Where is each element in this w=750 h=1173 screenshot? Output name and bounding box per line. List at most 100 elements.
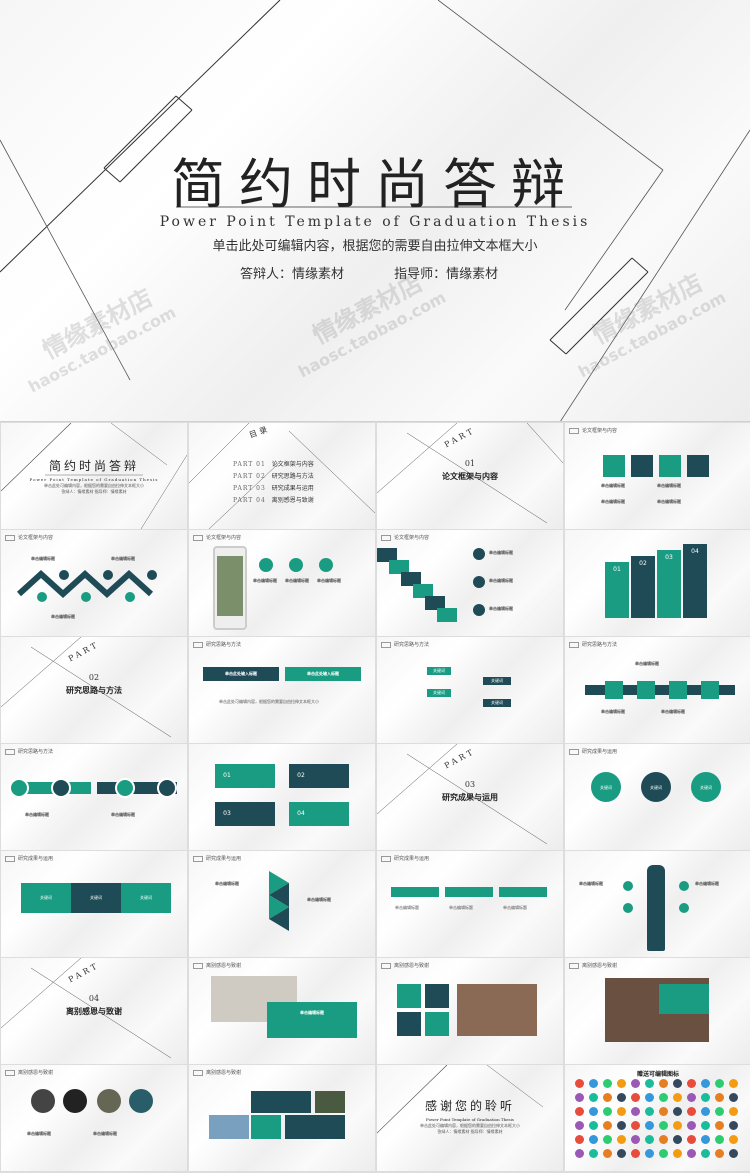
section-header: 研究思路与方法 xyxy=(381,641,429,648)
feature-icon xyxy=(289,558,303,572)
step-dot xyxy=(103,570,113,580)
app-icon xyxy=(589,1121,598,1130)
slide-thumb-numbered-bars[interactable]: 研究成果与运用 单击编辑标题 单击编辑标题 单击编辑标题 xyxy=(377,851,563,957)
slide-thumb-thanks[interactable]: 感谢您的聆听 Power Point Template of Graduatio… xyxy=(377,1065,563,1171)
app-icon xyxy=(645,1107,654,1116)
keyword-tag: 关键词 xyxy=(491,700,503,705)
section-header: 离别感恩与致谢 xyxy=(193,1069,241,1076)
phone-mockup xyxy=(213,546,247,630)
keyword-label: 关键词 xyxy=(40,895,52,900)
slide-thumb-timeline[interactable]: 研究思路与方法 单击编辑标题 单击编辑标题 单击编辑标题 xyxy=(565,637,750,743)
advisor-label: 指导师：情缘素材 xyxy=(394,267,499,282)
app-icon xyxy=(673,1149,682,1158)
edit-title: 单击编辑标题 xyxy=(111,812,135,817)
icon-grid xyxy=(575,1079,741,1167)
edit-title: 单击编辑标题 xyxy=(111,556,135,561)
slide-thumb-phone[interactable]: 论文框架与内容 单击编辑标题 单击编辑标题 单击编辑标题 xyxy=(189,530,375,636)
slide-thumb-zigzag[interactable]: 论文框架与内容 单击编辑标题 单击编辑标题 单击编辑标题 xyxy=(1,530,187,636)
app-icon xyxy=(687,1149,696,1158)
keyword-label: 关键词 xyxy=(700,785,712,790)
icon-tile xyxy=(603,455,625,477)
app-icon xyxy=(631,1121,640,1130)
edit-title: 单击编辑标题 xyxy=(253,578,277,583)
app-icon xyxy=(687,1079,696,1088)
app-icon xyxy=(659,1079,668,1088)
slide-thumb-part-02[interactable]: PART 02 研究思路与方法 xyxy=(1,637,187,743)
slide-thumb-icon-photo[interactable]: 离别感恩与致谢 xyxy=(377,958,563,1064)
app-icon xyxy=(701,1121,710,1130)
slide-thumb-photo-pins[interactable]: 离别感恩与致谢 单击编辑标题 单击编辑标题 xyxy=(1,1065,187,1171)
section-header: 研究思路与方法 xyxy=(193,641,241,648)
slide-thumb-banner-arrows[interactable]: 研究思路与方法 单击此处输入标题 单击此处输入标题 单击此处可编辑内容，根据您的… xyxy=(189,637,375,743)
slide-desc: 单击此处可编辑内容，根据您的需要自由拉伸文本框大小 xyxy=(44,483,144,488)
app-icon xyxy=(729,1121,738,1130)
edit-title: 单击编辑标题 xyxy=(657,499,681,504)
defender-label: 答辩人：情缘素材 xyxy=(240,267,345,282)
edit-title: 单击编辑标题 xyxy=(27,1131,51,1136)
slide-title: 简约时尚答辩 xyxy=(48,459,139,473)
app-icon xyxy=(659,1121,668,1130)
slide-thumb-part-03[interactable]: PART 03 研究成果与运用 xyxy=(377,744,563,850)
slide-thumb-keyword-banners[interactable]: 研究成果与运用 关键词 关键词 关键词 xyxy=(1,851,187,957)
slide-thumb-steps-bars[interactable]: 01 02 03 04 xyxy=(565,530,750,636)
box-number: 02 xyxy=(297,772,305,779)
app-icon xyxy=(729,1093,738,1102)
slide-thumb-staircase[interactable]: 论文框架与内容 单击编辑标题 单击编辑标题 单击编辑标题 xyxy=(377,530,563,636)
thanks-subtitle: Power Point Template of Graduation Thesi… xyxy=(426,1117,514,1122)
banner-title: 单击此处输入标题 xyxy=(307,671,339,676)
app-icon xyxy=(631,1107,640,1116)
slide-thumb-framework-icons[interactable]: 论文框架与内容 单击编辑标题 单击编辑标题 单击编辑标题 单击编辑标题 xyxy=(565,423,750,529)
app-icon xyxy=(589,1079,598,1088)
body-text: 单击此处可编辑内容，根据您的需要自由拉伸文本框大小 xyxy=(219,699,319,704)
person-figure xyxy=(647,865,665,951)
slide-thumb-photo-writing[interactable]: 离别感恩与致谢 单击编辑标题 xyxy=(189,958,375,1064)
app-icon xyxy=(617,1149,626,1158)
app-icon xyxy=(617,1121,626,1130)
step-number: 04 xyxy=(691,548,699,555)
presenter-info: 答辩人：情缘素材 指导师：情缘素材 xyxy=(240,263,544,282)
app-icon xyxy=(701,1135,710,1144)
slide-thumb-part-01[interactable]: PART 01 论文框架与内容 xyxy=(377,423,563,529)
keyword-label: 关键词 xyxy=(650,785,662,790)
app-icon xyxy=(729,1107,738,1116)
slide-thumb-cover[interactable]: 简约时尚答辩 Power Point Template of Graduatio… xyxy=(1,423,187,529)
slide-thumb-triangles[interactable]: 研究成果与运用 单击编辑标题 单击编辑标题 xyxy=(189,851,375,957)
edit-title: 单击编辑标题 xyxy=(503,905,527,910)
app-icon xyxy=(701,1093,710,1102)
app-icon xyxy=(617,1093,626,1102)
app-icon xyxy=(673,1135,682,1144)
app-icon xyxy=(687,1121,696,1130)
app-icon xyxy=(673,1093,682,1102)
edit-title: 单击编辑标题 xyxy=(601,483,625,488)
part-name: 研究成果与运用 xyxy=(442,793,498,802)
app-icon xyxy=(589,1149,598,1158)
part-number: 04 xyxy=(88,994,100,1003)
feature-icon xyxy=(319,558,333,572)
section-header: 论文框架与内容 xyxy=(193,534,241,541)
app-icon xyxy=(701,1079,710,1088)
slide-thumb-icon-set[interactable]: 赠送可编辑图标 xyxy=(565,1065,750,1171)
keyword-tag: 关键词 xyxy=(491,678,503,683)
slide-thumb-library-photo[interactable]: 离别感恩与致谢 xyxy=(565,958,750,1064)
slide-thumb-keyword-circles[interactable]: 研究成果与运用 关键词 关键词 关键词 xyxy=(565,744,750,850)
slide-thumb-quad-boxes[interactable]: 01 02 03 04 xyxy=(189,744,375,850)
slide-thumb-photo-strip[interactable]: 离别感恩与致谢 xyxy=(189,1065,375,1171)
app-icon xyxy=(589,1093,598,1102)
slide-thumb-businessman[interactable]: 单击编辑标题 单击编辑标题 xyxy=(565,851,750,957)
slide-thumb-arrow-circles[interactable]: 研究思路与方法 单击编辑标题 单击编辑标题 xyxy=(1,744,187,850)
presentation-description: 单击此处可编辑内容，根据您的需要自由拉伸文本框大小 xyxy=(212,239,538,254)
edit-title: 单击编辑标题 xyxy=(601,709,625,714)
app-icon xyxy=(715,1079,724,1088)
app-icon xyxy=(715,1121,724,1130)
section-header: 研究成果与运用 xyxy=(569,748,617,755)
slide-thumb-part-04[interactable]: PART 04 离别感恩与致谢 xyxy=(1,958,187,1064)
slide-thumb-keyword-flow[interactable]: 研究思路与方法 关键词 关键词 关键词 关键词 xyxy=(377,637,563,743)
edit-title: 单击编辑标题 xyxy=(285,578,309,583)
keyword-tag: 关键词 xyxy=(433,690,445,695)
section-header: 研究成果与运用 xyxy=(381,855,429,862)
